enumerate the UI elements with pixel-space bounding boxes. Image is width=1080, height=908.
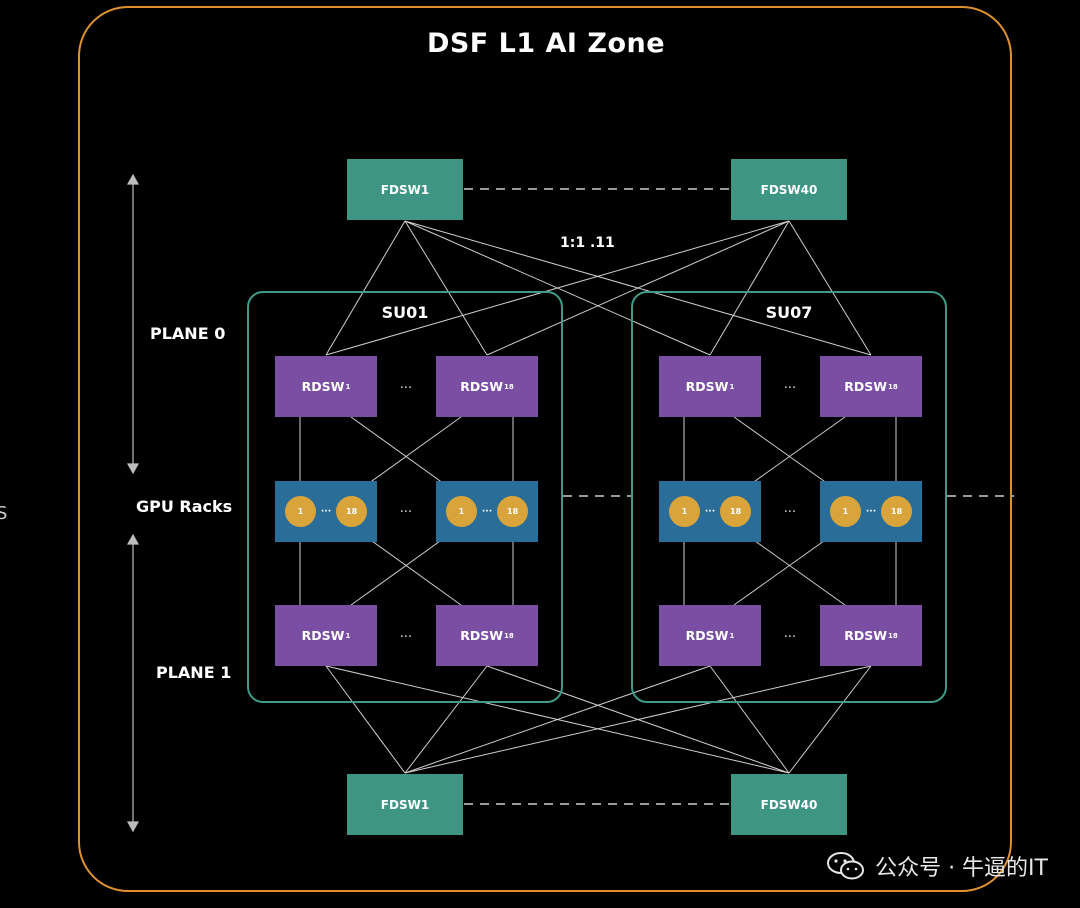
su07-gpu-rack-1: 1 ··· 18 [659, 481, 761, 542]
fdsw-top-40: FDSW40 [731, 159, 847, 220]
rdsw-sub: 1 [345, 382, 351, 391]
link [709, 220, 790, 356]
rdsw-sub: 1 [729, 382, 735, 391]
plane1-label: PLANE 1 [156, 663, 232, 682]
ellipsis: ... [783, 501, 797, 516]
mini-ellipsis: ··· [481, 506, 493, 517]
arrow-head-up [126, 173, 140, 185]
su07-gpu-rack-18: 1 ··· 18 [820, 481, 922, 542]
wechat-icon [827, 852, 865, 880]
link [709, 665, 790, 774]
arrow-head-down [126, 821, 140, 833]
watermark-text: 公众号 · 牛逼的IT [875, 856, 1048, 881]
link [325, 665, 790, 774]
rdsw-sub: 1 [729, 631, 735, 640]
rdsw-label: RDSW [844, 379, 888, 394]
ellipsis: ... [783, 626, 797, 641]
link [325, 220, 790, 356]
gpu-dot: 18 [336, 496, 368, 527]
dashed-links [464, 188, 1014, 805]
gpu-dot: 1 [445, 496, 477, 527]
rdsw-label: RDSW [301, 379, 345, 394]
edge-text: S [0, 503, 8, 524]
rdsw-label: RDSW [844, 628, 888, 643]
su01-label: SU01 [381, 303, 429, 322]
watermark: 公众号 · 牛逼的IT [827, 850, 1048, 882]
rdsw-label: RDSW [460, 379, 504, 394]
rdsw-label: RDSW [685, 379, 729, 394]
link [325, 665, 406, 774]
link [788, 220, 872, 356]
diagram-title: DSF L1 AI Zone [426, 28, 666, 59]
su07-label: SU07 [765, 303, 813, 322]
rdsw-sub: 1 [345, 631, 351, 640]
gpu-dot: 1 [829, 496, 861, 527]
su01-container [247, 291, 563, 703]
mini-ellipsis: ··· [865, 506, 877, 517]
su01-gpu-rack-1: 1 ··· 18 [275, 481, 377, 542]
gpu-dot: 18 [881, 496, 913, 527]
rdsw-label: RDSW [685, 628, 729, 643]
gpu-dot: 1 [284, 496, 316, 527]
ellipsis: ... [783, 377, 797, 392]
rdsw-label: RDSW [460, 628, 504, 643]
fdsw-top-1: FDSW1 [347, 159, 463, 220]
ellipsis: ... [399, 377, 413, 392]
arrow-head-up [126, 533, 140, 545]
oversubscription-ratio: 1:1 .11 [560, 235, 615, 251]
rdsw-sub: 18 [888, 382, 898, 391]
gpu-racks-label: GPU Racks [136, 497, 233, 516]
ellipsis: ... [399, 626, 413, 641]
rdsw-sub: 18 [504, 382, 514, 391]
gpu-dot: 18 [720, 496, 752, 527]
su01-gpu-rack-18: 1 ··· 18 [436, 481, 538, 542]
link [788, 665, 872, 774]
link [486, 220, 790, 356]
link [404, 665, 488, 774]
rdsw-label: RDSW [301, 628, 345, 643]
su07-container [631, 291, 947, 703]
gpu-dot: 18 [497, 496, 529, 527]
plane-arrows [126, 173, 140, 833]
ai-zone-border [78, 6, 1012, 892]
mini-ellipsis: ··· [704, 506, 716, 517]
plane0-label: PLANE 0 [150, 324, 226, 343]
mini-ellipsis: ··· [320, 506, 332, 517]
link [404, 220, 488, 356]
ellipsis: ... [399, 501, 413, 516]
rdsw-sub: 18 [888, 631, 898, 640]
gpu-dot: 1 [668, 496, 700, 527]
link [486, 665, 790, 774]
rdsw-sub: 18 [504, 631, 514, 640]
fdsw-bottom-40: FDSW40 [731, 774, 847, 835]
link [325, 220, 406, 356]
fdsw-bottom-1: FDSW1 [347, 774, 463, 835]
arrow-head-down [126, 463, 140, 475]
